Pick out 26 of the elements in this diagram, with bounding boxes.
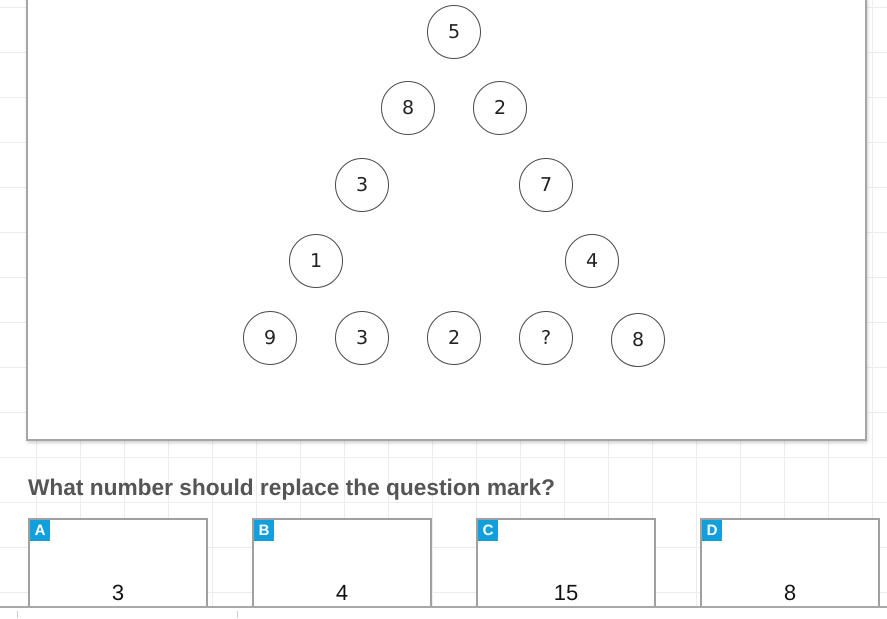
option-letter-badge: A — [30, 520, 50, 541]
number-circle: 7 — [519, 158, 573, 212]
number-circle: 2 — [473, 81, 527, 135]
number-circle: 8 — [381, 81, 435, 135]
number-circle: 2 — [427, 311, 481, 365]
option-letter-badge: D — [702, 520, 722, 541]
option-value: 15 — [554, 580, 578, 606]
question-text: What number should replace the question mark? — [28, 473, 555, 501]
option-letter-badge: C — [478, 520, 498, 541]
answer-option-card — [476, 518, 656, 607]
puzzle-panel — [26, 0, 867, 441]
number-circle: ? — [519, 311, 573, 365]
number-circle: 5 — [427, 5, 481, 59]
answer-option-card — [700, 518, 880, 607]
option-value: 8 — [784, 580, 796, 606]
number-circle: 8 — [611, 313, 665, 367]
answer-option-card — [252, 518, 432, 607]
number-circle: 3 — [335, 311, 389, 365]
option-value: 3 — [112, 580, 124, 606]
option-value: 4 — [336, 580, 348, 606]
number-circle: 1 — [289, 234, 343, 288]
number-circle: 9 — [243, 311, 297, 365]
number-circle: 3 — [335, 158, 389, 212]
number-circle: 4 — [565, 234, 619, 288]
answer-option-card — [28, 518, 208, 607]
option-letter-badge: B — [254, 520, 274, 541]
